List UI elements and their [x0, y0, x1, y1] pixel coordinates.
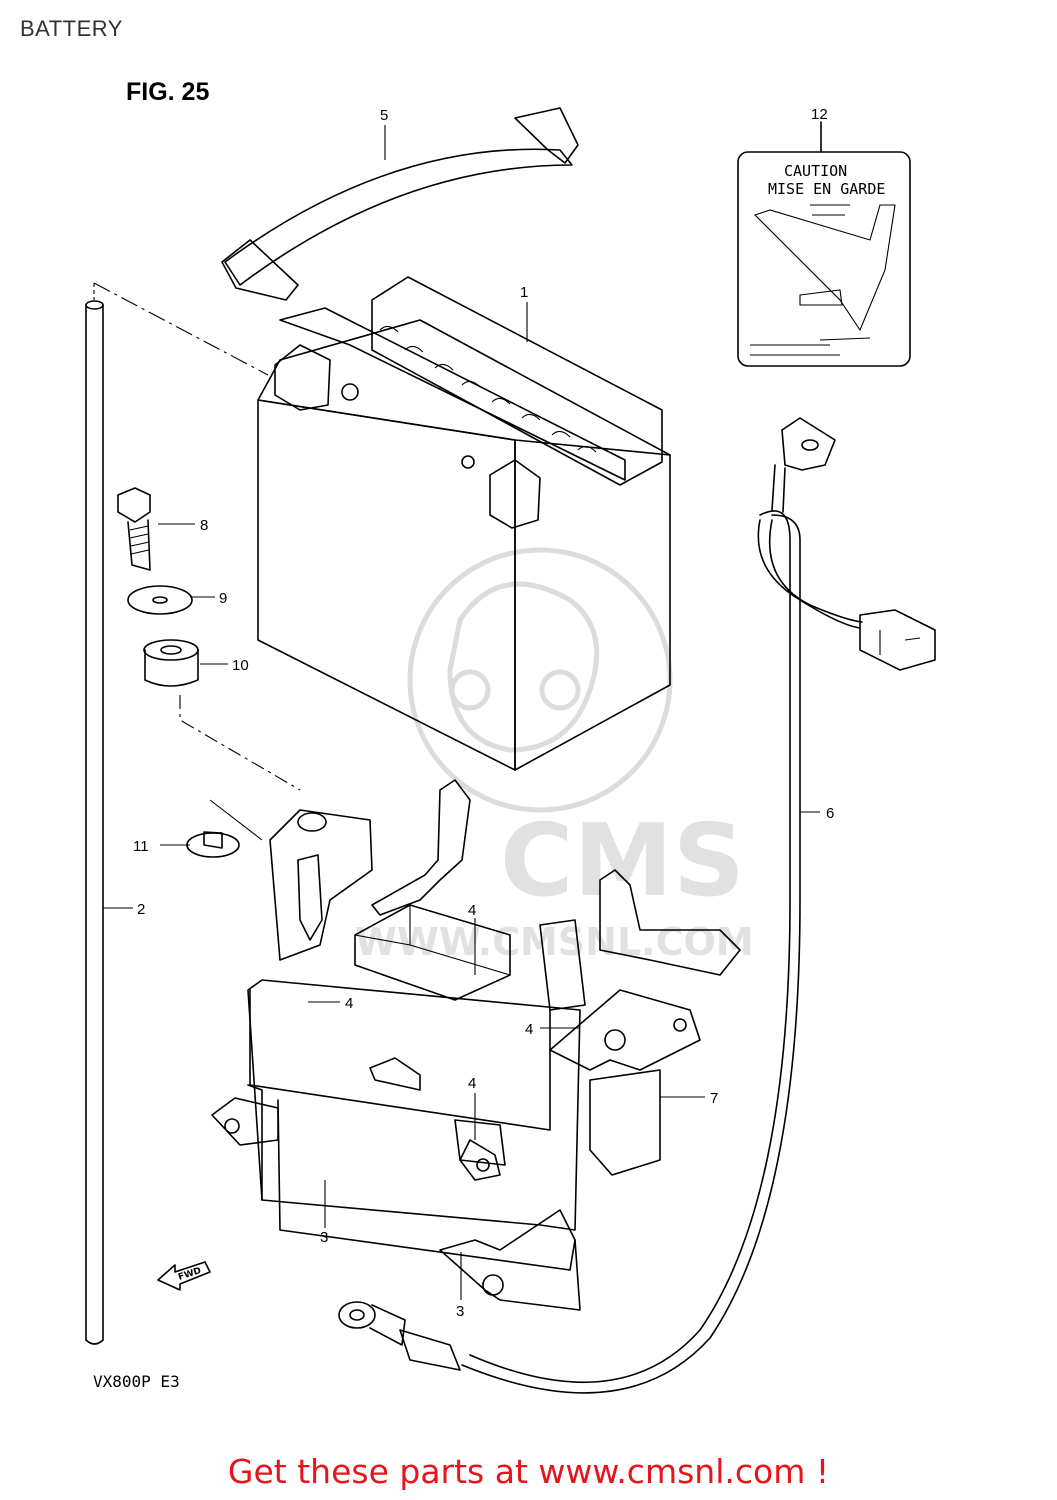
callout-7: 7 [710, 1090, 718, 1107]
part-caution-label: CAUTION MISE EN GARDE [737, 121, 911, 367]
callout-numbers: 1 2 3 3 4 4 4 4 5 6 7 8 9 10 11 12 [133, 106, 834, 1320]
callout-10: 10 [232, 657, 249, 674]
part-washer [127, 585, 193, 615]
callout-leaders [103, 125, 820, 1300]
callout-4a: 4 [468, 902, 476, 919]
callout-1: 1 [520, 284, 528, 301]
callout-5: 5 [380, 107, 388, 124]
part-battery-holder [211, 779, 741, 1311]
callout-11: 11 [133, 838, 149, 855]
part-wiring-lead [338, 417, 936, 1394]
part-breather-tube [85, 282, 269, 1345]
callout-9: 9 [219, 590, 227, 607]
callout-2: 2 [137, 901, 145, 918]
callout-4c: 4 [525, 1021, 533, 1038]
watermark: CMS WWW.CMSNL.COM [355, 547, 754, 964]
caution-text-fr: MISE EN GARDE [768, 180, 885, 198]
callout-8: 8 [200, 517, 208, 534]
callout-12: 12 [811, 106, 828, 123]
callout-4b: 4 [345, 995, 353, 1012]
watermark-url: WWW.CMSNL.COM [355, 920, 754, 964]
part-nut [186, 799, 263, 858]
page-title: BATTERY [20, 16, 123, 41]
callout-3b: 3 [456, 1303, 464, 1320]
part-battery [257, 276, 671, 771]
fwd-arrow-icon: FWD [157, 1261, 211, 1291]
callout-6: 6 [826, 805, 834, 822]
caution-text: CAUTION [784, 162, 847, 180]
footer-link[interactable]: Get these parts at www.cmsnl.com ! [227, 1452, 830, 1491]
part-cushion-10 [143, 639, 301, 791]
watermark-logo: CMS [500, 802, 745, 919]
part-cushions [354, 904, 586, 1166]
callout-4d: 4 [468, 1075, 476, 1092]
part-bolt [117, 487, 151, 571]
callout-3a: 3 [320, 1229, 328, 1246]
model-code: VX800P E3 [93, 1372, 180, 1391]
part-battery-band [221, 107, 579, 301]
figure-label: FIG. 25 [126, 78, 210, 106]
